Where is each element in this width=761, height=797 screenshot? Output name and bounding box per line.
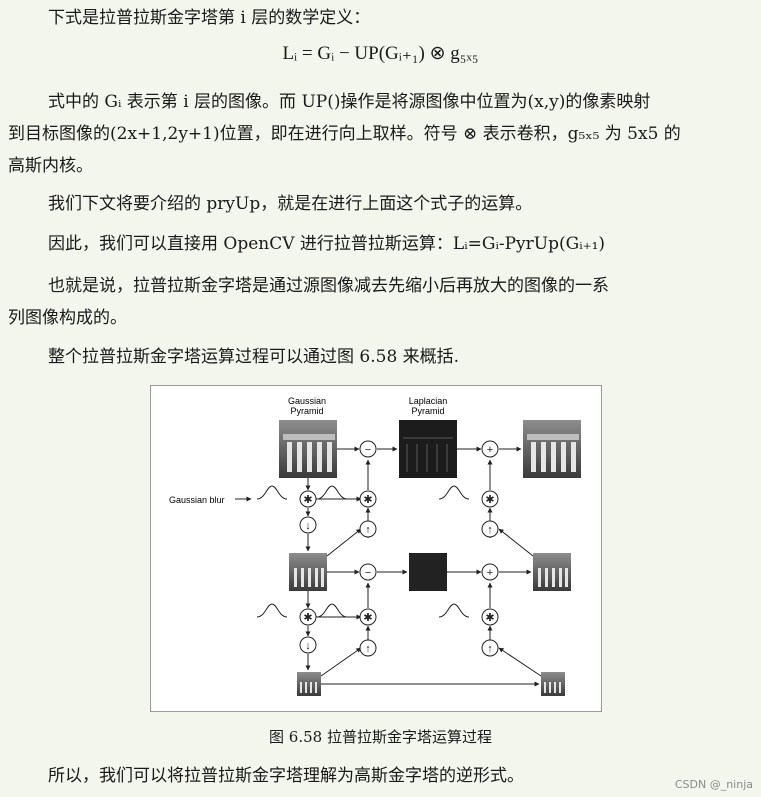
add-operator-0 xyxy=(481,440,499,458)
convolve-symbol-r0: ✱ xyxy=(485,494,494,506)
description-line-1: 式中的 Gᵢ 表示第 i 层的图像。而 UP()操作是将源图像中位置为(x,y)… xyxy=(48,92,651,112)
gaussian-image-level-1 xyxy=(289,553,327,591)
minus-symbol-1: − xyxy=(365,567,371,579)
subtract-operator-1 xyxy=(359,563,377,581)
up-symbol-0: ↑ xyxy=(365,524,371,536)
gaussian-curves xyxy=(256,485,470,618)
laplacian-formula: Lᵢ = Gᵢ − UP(Gᵢ₊₁) ⊗ g₅ₓ₅ xyxy=(282,43,479,64)
down-symbol-1: ↓ xyxy=(305,640,311,652)
plus-symbol-1: + xyxy=(487,567,493,579)
meaning-line-1: 也就是说，拉普拉斯金字塔是通过源图像减去先缩小后再放大的图像的一系 xyxy=(48,276,609,296)
downsample-operator-0 xyxy=(299,516,317,534)
up-symbol-r1: ↑ xyxy=(487,643,493,655)
reconstructed-image-level-2 xyxy=(541,672,565,696)
gaussian-blur-label: Gaussian blur xyxy=(169,495,225,505)
convolve-symbol-g0: ✱ xyxy=(303,494,312,506)
upsample-operator-r1 xyxy=(481,639,499,657)
laplacian-pyramid-label-2: Pyramid xyxy=(411,406,444,416)
intro-text: 下式是拉普拉斯金字塔第 i 层的数学定义： xyxy=(48,8,371,28)
upsample-operator-0 xyxy=(359,520,377,538)
reconstructed-image-level-0 xyxy=(523,420,581,478)
add-operator-1 xyxy=(481,563,499,581)
meaning-line-2: 列图像构成的。 xyxy=(8,308,127,328)
convolve-symbol-u1: ✱ xyxy=(363,612,372,624)
conclusion-paragraph: 所以，我们可以将拉普拉斯金字塔理解为高斯金字塔的逆形式。 xyxy=(48,766,524,786)
description-line-2: 到目标图像的(2x+1,2y+1)位置，即在进行向上取样。符号 ⊗ 表示卷积，g… xyxy=(8,124,681,144)
downsample-operator-1 xyxy=(299,636,317,654)
plus-symbol-0: + xyxy=(487,444,493,456)
minus-symbol-0: − xyxy=(365,444,371,456)
pyramid-diagram: Gaussian Pyramid Laplacian Pyramid Gauss… xyxy=(169,396,581,696)
up-symbol-r0: ↑ xyxy=(487,524,493,536)
convolve-symbol-r1: ✱ xyxy=(485,612,494,624)
convolve-symbol-u0: ✱ xyxy=(363,494,372,506)
description-line-3: 高斯内核。 xyxy=(8,156,93,176)
csdn-watermark: CSDN @_ninja xyxy=(674,778,753,791)
gaussian-image-level-2 xyxy=(297,672,321,696)
up-symbol-1: ↑ xyxy=(365,643,371,655)
laplacian-pyramid-figure: Gaussian Pyramid Laplacian Pyramid Gauss… xyxy=(150,385,602,712)
convolve-symbol-g1: ✱ xyxy=(303,612,312,624)
overview-paragraph: 整个拉普拉斯金字塔运算过程可以通过图 6.58 来概括. xyxy=(48,347,460,367)
figure-caption: 图 6.58 拉普拉斯金字塔运算过程 xyxy=(269,728,492,746)
down-symbol-0: ↓ xyxy=(305,520,311,532)
laplacian-pyramid-label: Laplacian xyxy=(409,396,448,406)
convolve-operator-g0 xyxy=(299,490,317,508)
opencv-paragraph: 因此，我们可以直接用 OpenCV 进行拉普拉斯运算：Lᵢ=Gᵢ-PyrUp(G… xyxy=(48,234,606,254)
gaussian-image-level-0 xyxy=(279,420,337,478)
convolve-operator-r1 xyxy=(481,608,499,626)
upsample-operator-1 xyxy=(359,639,377,657)
convolve-operator-u1 xyxy=(359,608,377,626)
pryup-paragraph: 我们下文将要介绍的 pryUp，就是在进行上面这个式子的运算。 xyxy=(48,194,533,214)
gaussian-pyramid-label-2: Pyramid xyxy=(290,406,323,416)
subtract-operator-0 xyxy=(359,440,377,458)
convolve-operator-u0 xyxy=(359,490,377,508)
gaussian-pyramid-label: Gaussian xyxy=(288,396,326,406)
convolve-operator-g1 xyxy=(299,608,317,626)
laplacian-image-level-1 xyxy=(409,553,447,591)
upsample-operator-r0 xyxy=(481,520,499,538)
laplacian-image-level-0 xyxy=(399,420,457,478)
reconstructed-image-level-1 xyxy=(533,553,571,591)
convolve-operator-r0 xyxy=(481,490,499,508)
